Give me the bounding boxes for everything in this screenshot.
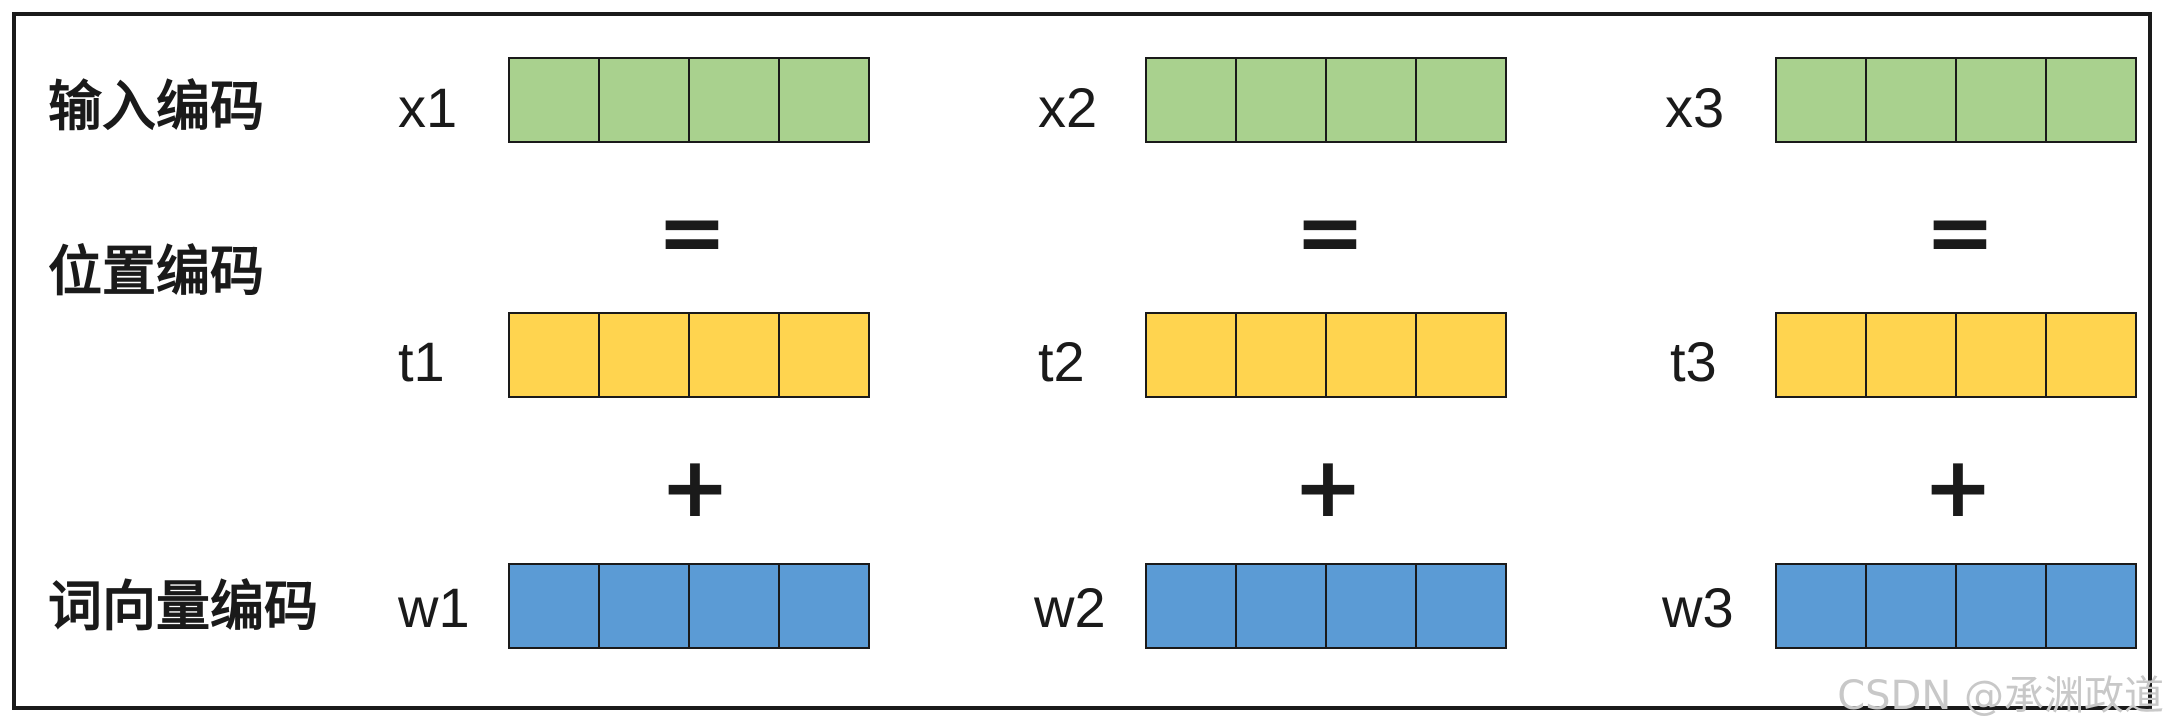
vector-cell [1957, 57, 2047, 143]
vector-cell [1237, 312, 1327, 398]
plus-sign: + [1922, 438, 1994, 536]
vector-cell [2047, 57, 2137, 143]
vector-cell [1147, 57, 1237, 143]
vector-w3 [1775, 563, 2137, 649]
vector-cell [780, 563, 870, 649]
vector-cell [2047, 312, 2137, 398]
vector-cell [690, 57, 780, 143]
diagram-frame [12, 12, 2152, 710]
vector-w1 [508, 563, 870, 649]
vector-cell [1867, 312, 1957, 398]
vector-cell [1417, 563, 1507, 649]
equals-sign: = [1294, 183, 1366, 281]
var-label-w3: w3 [1662, 576, 1734, 639]
row-label-input-encoding: 输入编码 [48, 75, 264, 138]
vector-cell [1147, 563, 1237, 649]
vector-t1 [508, 312, 870, 398]
vector-cell [1777, 312, 1867, 398]
vector-cell [690, 312, 780, 398]
var-label-t1: t1 [398, 330, 445, 393]
vector-cell [1417, 312, 1507, 398]
vector-t2 [1145, 312, 1507, 398]
vector-cell [1237, 57, 1327, 143]
vector-cell [1327, 563, 1417, 649]
var-label-x3: x3 [1665, 76, 1725, 139]
var-label-t2: t2 [1038, 330, 1085, 393]
vector-cell [1237, 563, 1327, 649]
var-label-t3: t3 [1670, 330, 1717, 393]
vector-cell [780, 57, 870, 143]
watermark: CSDN @承渊政道 [1837, 673, 2164, 719]
vector-cell [600, 563, 690, 649]
vector-cell [1327, 312, 1417, 398]
row-label-position-encoding: 位置编码 [48, 240, 264, 303]
vector-cell [1867, 57, 1957, 143]
vector-cell [1147, 312, 1237, 398]
vector-cell [510, 312, 600, 398]
vector-cell [1957, 312, 2047, 398]
vector-cell [2047, 563, 2137, 649]
vector-cell [1777, 57, 1867, 143]
vector-x1 [508, 57, 870, 143]
equals-sign: = [1924, 183, 1996, 281]
vector-cell [600, 57, 690, 143]
vector-cell [690, 563, 780, 649]
var-label-x1: x1 [398, 76, 458, 139]
row-label-word-vector-encoding: 词向量编码 [48, 575, 318, 638]
vector-cell [1777, 563, 1867, 649]
vector-cell [600, 312, 690, 398]
vector-cell [1867, 563, 1957, 649]
vector-t3 [1775, 312, 2137, 398]
vector-cell [780, 312, 870, 398]
vector-cell [1327, 57, 1417, 143]
vector-cell [1417, 57, 1507, 143]
vector-x2 [1145, 57, 1507, 143]
vector-cell [1957, 563, 2047, 649]
plus-sign: + [1292, 438, 1364, 536]
var-label-x2: x2 [1038, 76, 1098, 139]
vector-cell [510, 57, 600, 143]
vector-cell [510, 563, 600, 649]
var-label-w2: w2 [1034, 576, 1106, 639]
var-label-w1: w1 [398, 576, 470, 639]
equals-sign: = [656, 183, 728, 281]
vector-x3 [1775, 57, 2137, 143]
plus-sign: + [659, 438, 731, 536]
vector-w2 [1145, 563, 1507, 649]
